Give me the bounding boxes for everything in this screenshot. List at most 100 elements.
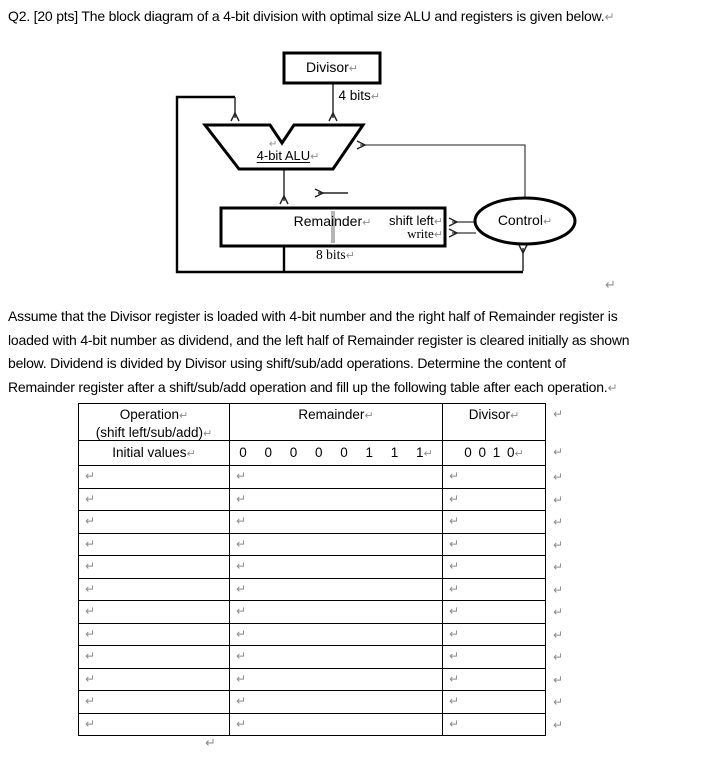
- row-end-mark: ↵: [553, 445, 564, 459]
- anchor-mark: ↵: [269, 139, 278, 150]
- pilcrow-mark: ↵: [510, 409, 520, 422]
- pilcrow-mark: ↵: [449, 671, 460, 686]
- pilcrow-mark: ↵: [514, 447, 524, 460]
- header-remainder-text: Remainder: [298, 407, 365, 422]
- paragraph-line: Remainder register after a shift/sub/add…: [8, 378, 618, 395]
- table-empty-row: ↵↵↵↵: [78, 488, 564, 511]
- header-cell-operation: Operation↵ (shift left/sub/add)↵: [78, 403, 230, 441]
- initial-divisor-bits: 0 0 1 0: [464, 445, 515, 460]
- table-empty-row: ↵ ↵ ↵ ↵: [78, 578, 564, 601]
- pilcrow-mark: ↵: [542, 215, 553, 228]
- row-end-mark: ↵: [553, 492, 564, 507]
- pilcrow-mark: ↵: [423, 447, 433, 460]
- table-empty-cell: ↵: [443, 578, 546, 601]
- table-empty-cell: ↵: [78, 533, 230, 556]
- pilcrow-mark: ↵: [236, 559, 247, 573]
- table-empty-cell: ↵: [78, 691, 230, 714]
- table-empty-cell: ↵: [443, 533, 546, 556]
- table-empty-cell: ↵: [443, 556, 546, 579]
- row-end-mark: ↵: [553, 537, 564, 552]
- table-initial-values-row: Initial values↵ 0 0 0 0 0 1 1 1↵ 0 0 1 0…: [78, 441, 563, 466]
- write-label: write↵: [353, 225, 443, 243]
- pilcrow-mark: ↵: [607, 380, 618, 395]
- initial-remainder-bits: 0 0 0 0 0 1 1 1: [239, 445, 424, 460]
- table-empty-row: ↵↵↵↵: [78, 668, 563, 691]
- pilcrow-mark: ↵: [236, 536, 247, 551]
- table-empty-cell: ↵: [78, 668, 230, 691]
- pilcrow-mark: ↵: [85, 671, 96, 686]
- table-empty-row: ↵↵↵↵: [78, 646, 563, 669]
- pilcrow-mark: ↵: [449, 536, 460, 551]
- table-empty-cell: ↵: [78, 578, 230, 601]
- table-empty-cell: ↵: [230, 556, 443, 579]
- divisor-label: Divisor↵: [284, 59, 380, 77]
- remainder-bits-label: 8 bits↵: [316, 246, 355, 264]
- divisor-bits-label: 4 bits↵: [290, 87, 381, 105]
- header-cell-remainder: Remainder↵: [230, 403, 443, 441]
- pilcrow-mark: ↵: [449, 559, 460, 573]
- pilcrow-mark: ↵: [449, 581, 460, 596]
- pilcrow-mark: ↵: [85, 649, 96, 663]
- header-operation-line1: Operation↵: [79, 406, 229, 424]
- pilcrow-mark: ↵: [370, 90, 380, 103]
- pilcrow-mark: ↵: [433, 215, 443, 228]
- table-empty-cell: ↵: [230, 646, 443, 669]
- shift-left-text: shift left: [388, 213, 434, 228]
- document-end-pilcrow: ↵: [205, 736, 216, 751]
- pilcrow-mark: ↵: [85, 626, 96, 641]
- table-empty-cell: ↵: [443, 668, 546, 691]
- pilcrow-mark: ↵: [85, 469, 96, 483]
- pilcrow-mark: ↵: [449, 469, 460, 483]
- table-empty-cell: ↵: [443, 691, 546, 714]
- table-empty-row: ↵↵↵↵: [78, 511, 563, 534]
- block-diagram: Divisor↵ 4 bits↵ ↵ 4-bit ALU↵ Remainder↵…: [0, 45, 711, 300]
- table-header-row: Operation↵ (shift left/sub/add)↵ Remaind…: [78, 403, 563, 441]
- pilcrow-mark: ↵: [179, 409, 189, 422]
- table-empty-cell: ↵: [443, 623, 546, 646]
- write-text: write: [407, 226, 434, 241]
- pilcrow-mark: ↵: [236, 604, 247, 618]
- pilcrow-mark: ↵: [449, 604, 460, 618]
- row-end-mark: ↵: [553, 717, 564, 732]
- pilcrow-mark: ↵: [236, 581, 247, 596]
- body-paragraph: Assume that the Divisor register is load…: [8, 305, 708, 400]
- table-empty-cell: ↵: [230, 488, 443, 511]
- pilcrow-mark: ↵: [310, 150, 320, 163]
- table-empty-cell: ↵: [78, 511, 230, 534]
- table-empty-cell: ↵: [230, 691, 443, 714]
- row-end-mark: ↵: [553, 515, 564, 529]
- table-empty-cell: ↵: [78, 488, 230, 511]
- header-operation-text: Operation: [119, 407, 180, 422]
- table-empty-cell: ↵: [230, 511, 443, 534]
- control-to-alu-arrow: [356, 140, 526, 198]
- question-title: Q2. [20 pts] The block diagram of a 4-bi…: [8, 5, 708, 28]
- table-empty-cell: ↵: [230, 466, 443, 489]
- table-empty-cell: ↵: [78, 601, 230, 624]
- table-empty-cell: ↵: [230, 668, 443, 691]
- pilcrow-mark: ↵: [236, 716, 247, 731]
- pilcrow-mark: ↵: [85, 581, 96, 596]
- header-divisor-text: Divisor: [468, 407, 511, 422]
- header-operation-line2: (shift left/sub/add)↵: [79, 424, 229, 440]
- pilcrow-mark: ↵: [85, 694, 96, 708]
- header-cell-divisor: Divisor↵: [443, 403, 546, 441]
- table-empty-cell: ↵: [78, 646, 230, 669]
- pilcrow-mark: ↵: [186, 447, 196, 460]
- pilcrow-mark: ↵: [449, 716, 460, 731]
- pilcrow-mark: ↵: [364, 409, 374, 422]
- paragraph-line: loaded with 4-bit number as dividend, an…: [8, 331, 630, 348]
- pilcrow-mark: ↵: [85, 536, 96, 551]
- table-empty-cell: ↵: [443, 466, 546, 489]
- shift-left-label: shift left↵: [353, 212, 443, 230]
- pilcrow-mark: ↵: [345, 249, 355, 262]
- pilcrow-mark: ↵: [449, 694, 460, 708]
- table-empty-cell: ↵: [230, 713, 443, 736]
- table-empty-cell: ↵: [443, 488, 546, 511]
- row-end-mark: ↵: [553, 582, 564, 597]
- alu-label: 4-bit ALU↵: [238, 147, 338, 165]
- pilcrow-mark: ↵: [85, 716, 96, 731]
- row-end-mark: ↵: [553, 407, 564, 421]
- control-unit-ellipse: [473, 196, 577, 246]
- row-end-mark: ↵: [553, 695, 564, 709]
- divisor-label-text: Divisor: [306, 59, 349, 75]
